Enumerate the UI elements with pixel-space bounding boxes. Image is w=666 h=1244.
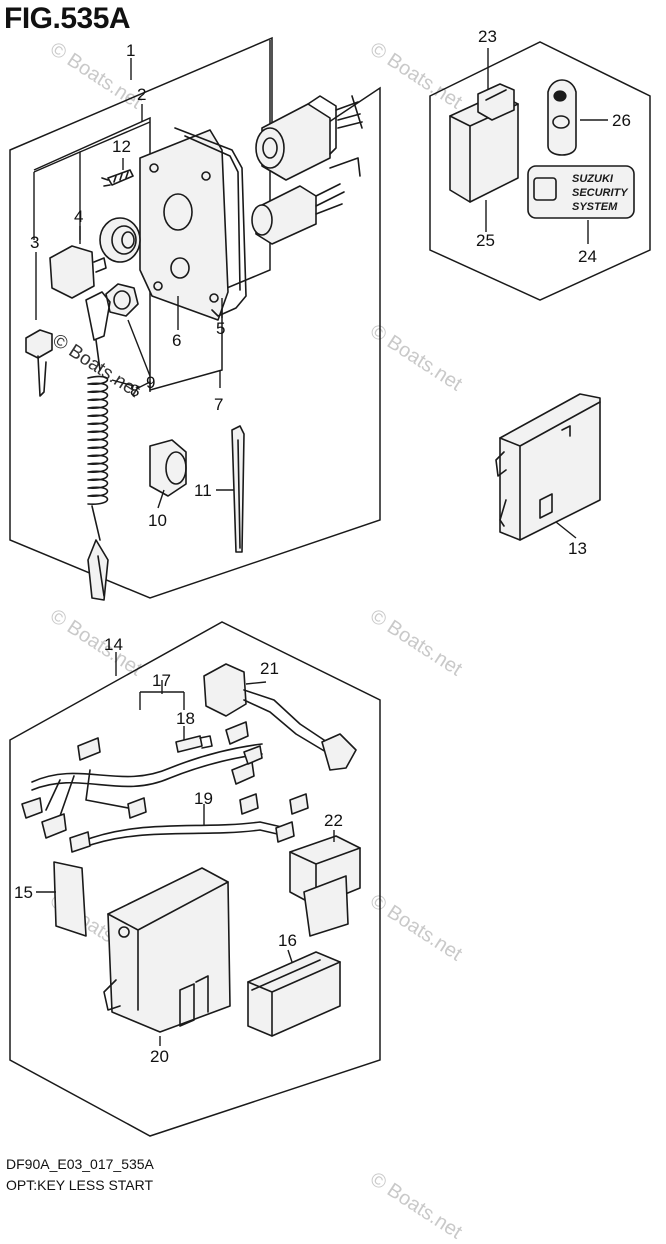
badge-line-2: SECURITY [572,187,629,199]
part-number: 16 [278,931,297,950]
group-frame-2 [33,40,271,391]
part-number: 25 [476,231,495,250]
lanyard-coil [85,291,111,601]
screw [101,169,134,187]
part-number: 23 [478,27,497,46]
group-frame-1 [9,36,381,599]
nut [105,283,139,317]
part-number: 2 [137,85,147,104]
mounting-plate [139,129,229,321]
part-number: 13 [568,539,587,558]
badge-line-3: SYSTEM [572,201,618,213]
junction-bracket [103,867,231,1033]
figure-code: DF90A_E03_017_535A [6,1156,154,1172]
bezel-nut [99,217,141,263]
group-frame-23 [429,41,651,301]
part-number: 18 [176,709,195,728]
part-number: 9 [146,373,156,392]
key-cap [49,245,107,299]
parts-diagram: SUZUKI SECURITY SYSTEM [9,36,651,1137]
control-module [449,83,519,203]
extension-harness [69,793,309,853]
harness-connector-cap [203,663,357,771]
part-number: 4 [74,207,84,226]
control-unit-box [495,393,601,541]
lanyard-cap [149,439,187,497]
insulation-sheet [53,861,87,937]
part-number: 8 [130,381,140,400]
part-number: 6 [172,331,182,350]
security-system-badge: SUZUKI SECURITY SYSTEM [527,165,635,219]
part-number: 22 [324,811,343,830]
gasket [174,127,247,317]
harness-bolt [175,735,213,753]
part-number: 21 [260,659,279,678]
part-number: 19 [194,789,213,808]
relay [289,835,361,937]
part-number: 14 [104,635,123,654]
wire-harness [21,721,263,839]
key-switch [255,95,363,181]
part-number: 12 [112,137,131,156]
figure-caption: OPT:KEY LESS START [6,1177,154,1193]
part-number: 5 [216,319,226,338]
part-number: 17 [152,671,171,690]
part-number: 3 [30,233,40,252]
key [25,329,53,397]
remote-fob [547,79,577,156]
part-number: 10 [148,511,167,530]
switch-plug [251,157,361,245]
part-number: 24 [578,247,597,266]
cable-tie [231,425,245,553]
group-frame-14 [9,621,381,1137]
part-number: 20 [150,1047,169,1066]
part-number: 1 [126,41,136,60]
part-number: 7 [214,395,224,414]
leader-lines [35,48,608,1046]
badge-line-1: SUZUKI [572,173,614,185]
part-number: 15 [14,883,33,902]
part-number: 26 [612,111,631,130]
fuse-box [247,951,341,1037]
part-number: 11 [194,481,212,500]
figure-title: FIG.535A [4,2,131,35]
